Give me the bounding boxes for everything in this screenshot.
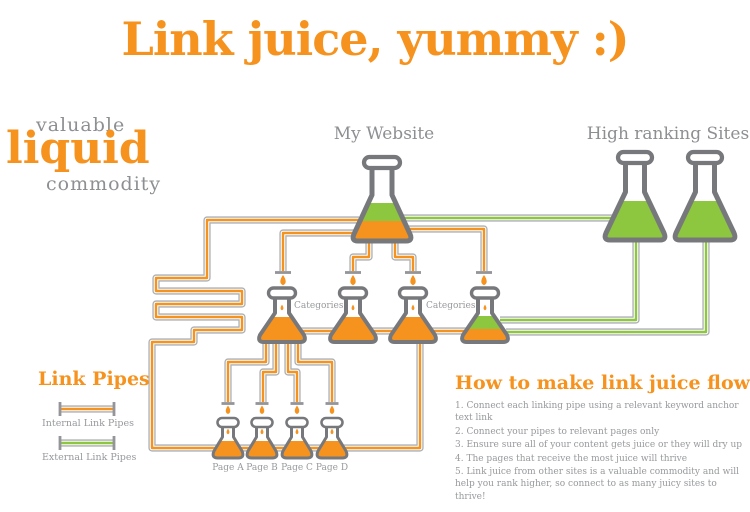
label-categories-left: Categories	[294, 301, 344, 311]
neck-drip-icon	[330, 428, 334, 435]
pipe-end-cap	[221, 402, 235, 405]
pipe-end-cap	[405, 271, 421, 274]
howto-step: 4. The pages that receive the most juice…	[455, 453, 688, 464]
page-title: Link juice, yummy :)	[121, 12, 629, 66]
howto-title: How to make link juice flow	[455, 372, 750, 394]
juice-droplet-icon	[481, 275, 487, 286]
pipe-category1-to-page-a	[224, 336, 270, 402]
neck-drip-icon	[295, 428, 299, 435]
legend-internal-label: Internal Link Pipes	[42, 418, 134, 429]
legend-pipe-cap	[58, 436, 62, 450]
flask-page-a	[211, 416, 245, 460]
howto-steps: 1. Connect each linking pipe using a rel…	[455, 400, 750, 504]
pipe-end-cap	[255, 402, 269, 405]
juice-droplet-icon	[259, 405, 265, 414]
legend-pipe-cap	[112, 402, 116, 416]
juice-droplet-icon	[329, 405, 335, 414]
neck-drip-icon	[483, 304, 487, 311]
pipe-category1-to-page-d	[294, 336, 336, 402]
legend-pipe-cap	[58, 402, 62, 416]
label-page-a: Page A	[212, 463, 244, 473]
legend-external-label: External Link Pipes	[42, 452, 137, 463]
tagline-commodity: commodity	[46, 173, 162, 195]
juice-droplet-icon	[350, 275, 356, 286]
pipe-end-cap	[345, 271, 361, 274]
pipe-website-to-category-1	[279, 229, 355, 271]
pipe-website-to-category-2	[349, 236, 373, 271]
label-high-ranking-sites: High ranking Sites	[586, 124, 750, 144]
tagline-liquid: liquid	[6, 123, 150, 174]
flask-page-c	[280, 416, 314, 460]
pipe-website-coil-to-pages	[148, 216, 424, 452]
tagline-valuable: valuable	[36, 114, 126, 136]
neck-drip-icon	[260, 428, 264, 435]
pipe-end-cap	[290, 402, 304, 405]
juice-droplet-icon	[410, 275, 416, 286]
label-page-d: Page D	[315, 463, 349, 473]
label-page-c: Page C	[281, 463, 313, 473]
juice-droplet-icon	[294, 405, 300, 414]
flasks-layer	[211, 149, 738, 460]
neck-drip-icon	[226, 428, 230, 435]
drops-caps-layer	[58, 271, 492, 450]
flask-page-b	[245, 416, 279, 460]
pipe-hr2-to-category-4	[506, 236, 710, 336]
neck-drip-icon	[411, 304, 415, 311]
flask-my-website	[350, 154, 414, 244]
flask-category-3	[388, 286, 438, 344]
legend-pipe-cap	[112, 436, 116, 450]
pipe-hr1-to-category-4	[500, 236, 640, 324]
label-categories-right: Categories	[426, 301, 476, 311]
label-my-website: My Website	[333, 124, 435, 144]
pipe-end-cap	[275, 271, 291, 274]
flask-high-ranking-2	[672, 149, 738, 243]
howto-step: 5. Link juice from other sites is a valu…	[455, 467, 739, 502]
flask-category-1	[257, 286, 307, 344]
howto-step: 1. Connect each linking pipe using a rel…	[455, 401, 739, 424]
pipe-end-cap	[325, 402, 339, 405]
flask-high-ranking-1	[602, 149, 668, 243]
pipe-category1-to-page-c	[284, 336, 301, 402]
pipe-website-to-category-3	[391, 236, 417, 271]
pipe-end-cap	[476, 271, 492, 274]
juice-droplet-icon	[280, 275, 286, 286]
flask-category-2	[328, 286, 378, 344]
neck-drip-icon	[351, 304, 355, 311]
pipe-category1-to-page-b	[259, 336, 280, 402]
juice-droplet-icon	[225, 405, 231, 414]
link-pipes-layer	[60, 214, 710, 452]
label-page-b: Page B	[246, 463, 278, 473]
legend-title: Link Pipes	[38, 368, 150, 390]
neck-drip-icon	[280, 304, 284, 311]
howto-step: 3. Ensure sure all of your content gets …	[455, 440, 743, 451]
pipe-website-to-category-4	[406, 225, 488, 271]
flask-category-4	[460, 286, 510, 344]
howto-step: 2. Connect your pipes to relevant pages …	[455, 426, 660, 437]
flask-page-d	[315, 416, 349, 460]
